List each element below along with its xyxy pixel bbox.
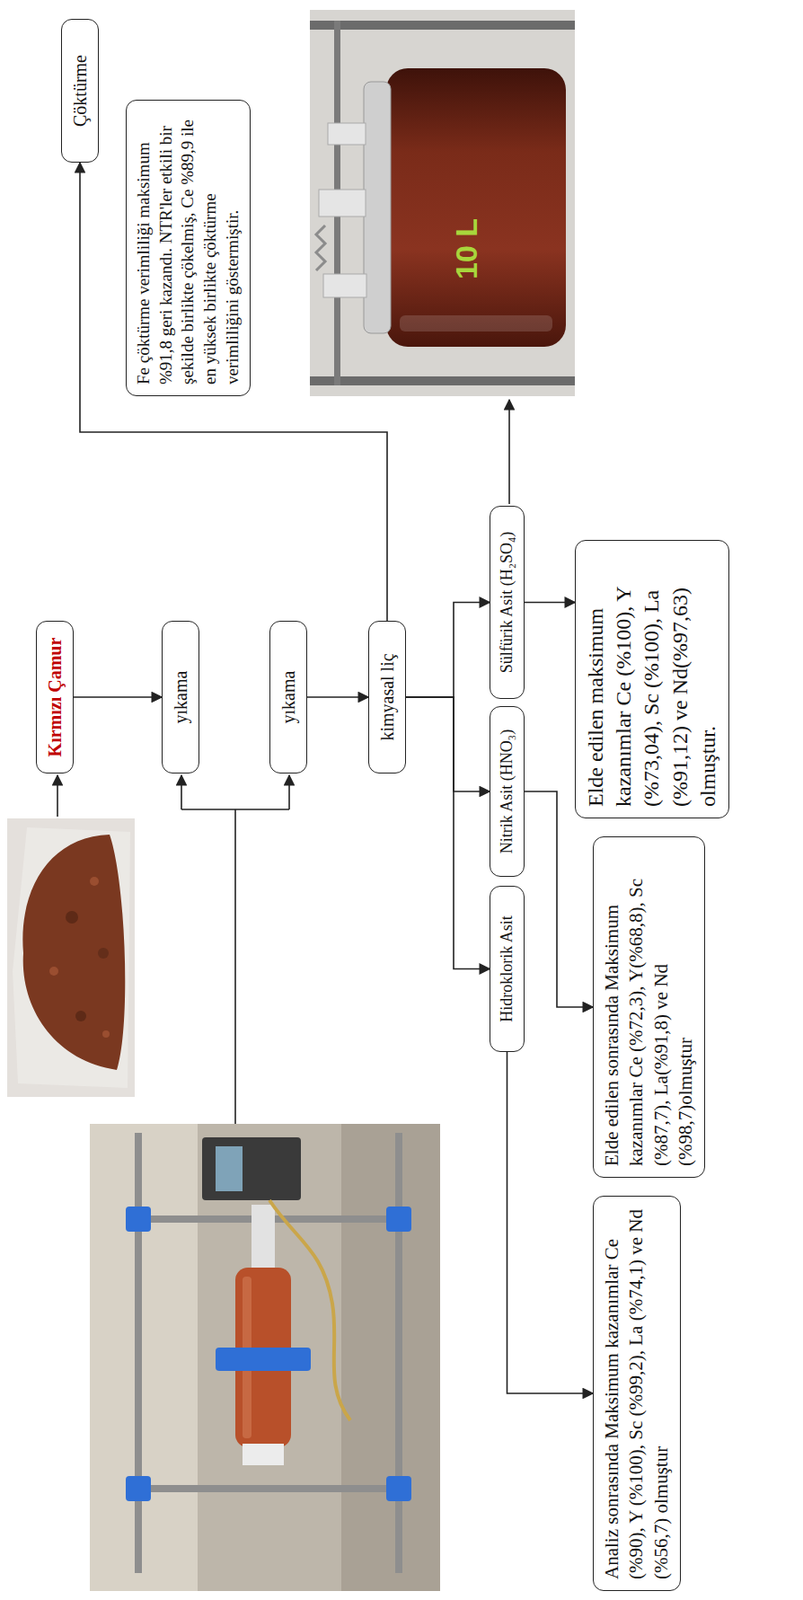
connector-arrow (524, 601, 575, 604)
stand-rod (309, 376, 575, 386)
box-text: Elde edilen maksimum kazanımlar Ce (%100… (582, 551, 723, 807)
plastic-sheet (12, 827, 131, 1088)
photo-arrow (180, 775, 183, 810)
photo-arrow (56, 775, 59, 817)
box-text: Nitrik Asit (HNO₃) (496, 717, 518, 865)
connector-arrow (405, 602, 490, 698)
photo-bench (341, 1123, 441, 1591)
mud-grain (97, 947, 109, 959)
glass-neck (318, 189, 366, 217)
result-box: Analiz sonrasında Maksimum kazanımlar Ce… (592, 1195, 681, 1591)
photo-arrow (508, 399, 511, 504)
glass-neck (323, 273, 367, 298)
mud-grain (49, 966, 59, 976)
red-mud-photo (7, 818, 135, 1097)
photo-arrow (288, 775, 291, 810)
glass-reflection (399, 315, 553, 332)
connector-arrow (73, 696, 162, 698)
connector-arrow (307, 696, 369, 698)
blue-clamp (215, 1347, 311, 1371)
photo-background (309, 9, 575, 397)
blue-clamp (386, 1206, 412, 1232)
volume-label: 10 L (449, 218, 485, 280)
box-text: Analiz sonrasında Maksimum kazanımlar Ce… (600, 1207, 674, 1580)
process-box: yıkama (161, 620, 200, 774)
box-text: yıkama (276, 632, 301, 762)
result-box: Elde edilen sonrasında Maksimum kazanıml… (592, 836, 706, 1178)
process-box: Çöktürme (61, 18, 99, 163)
process-box: yıkama (269, 620, 308, 774)
photo-wall (89, 1123, 198, 1591)
box-text: kimyasal liç (375, 632, 399, 762)
box-text: Hidroklorik Asit (496, 897, 518, 1041)
pump-screen (215, 1146, 243, 1192)
bracket-line (181, 808, 290, 811)
box-text: Sülfürik Asit (H₂SO₄) (496, 517, 518, 688)
box-text: Fe çöktürme verimliliği maksimum %91,8 g… (132, 111, 244, 385)
glass-neck (327, 123, 366, 145)
glass-neck (251, 1204, 275, 1268)
glass-cap (242, 1443, 284, 1465)
reactor-lid (363, 81, 391, 334)
result-box: Elde edilen maksimum kazanımlar Ce (%100… (574, 539, 730, 819)
acid-box: Nitrik Asit (HNO₃) (489, 705, 525, 877)
photo-leaders (57, 399, 510, 1124)
box-text: Kırmızı Çamur (43, 632, 67, 762)
source-box: Kırmızı Çamur (35, 620, 74, 774)
note-box: Fe çöktürme verimliliği maksimum %91,8 g… (125, 99, 251, 397)
connector-arrow (507, 1051, 594, 1394)
photo-background (7, 818, 135, 1097)
mud-grain (89, 876, 99, 886)
lab-setup-photo (89, 1123, 441, 1591)
connector-arrow (405, 697, 490, 792)
reactor-photo (309, 9, 575, 397)
stand-rod (134, 1484, 403, 1492)
mud-grain (75, 1010, 87, 1022)
stand-rod (395, 1132, 403, 1573)
blue-clamp (125, 1206, 151, 1232)
connector-arrow (524, 791, 593, 1007)
stand-rod (134, 1132, 142, 1573)
coil-tube (316, 225, 326, 271)
box-text: Çöktürme (68, 30, 92, 151)
acid-box: Sülfürik Asit (H₂SO₄) (489, 505, 525, 699)
photo-line (234, 809, 237, 1124)
red-mud-heap (22, 834, 125, 1070)
box-text: yıkama (168, 632, 193, 762)
pump-device (202, 1137, 301, 1201)
stand-rod (309, 20, 575, 30)
acid-box: Hidroklorik Asit (489, 885, 525, 1052)
tubing (269, 1200, 351, 1421)
box-text: Elde edilen sonrasında Maksimum kazanıml… (600, 847, 698, 1166)
reactor-vessel (386, 68, 566, 347)
mud-grain (102, 1030, 110, 1038)
blue-clamp (125, 1475, 151, 1501)
connector-arrow (405, 697, 490, 970)
photo-background (89, 1123, 441, 1591)
process-box: kimyasal liç (368, 620, 406, 774)
mud-grain (65, 910, 79, 924)
blue-clamp (386, 1475, 412, 1501)
